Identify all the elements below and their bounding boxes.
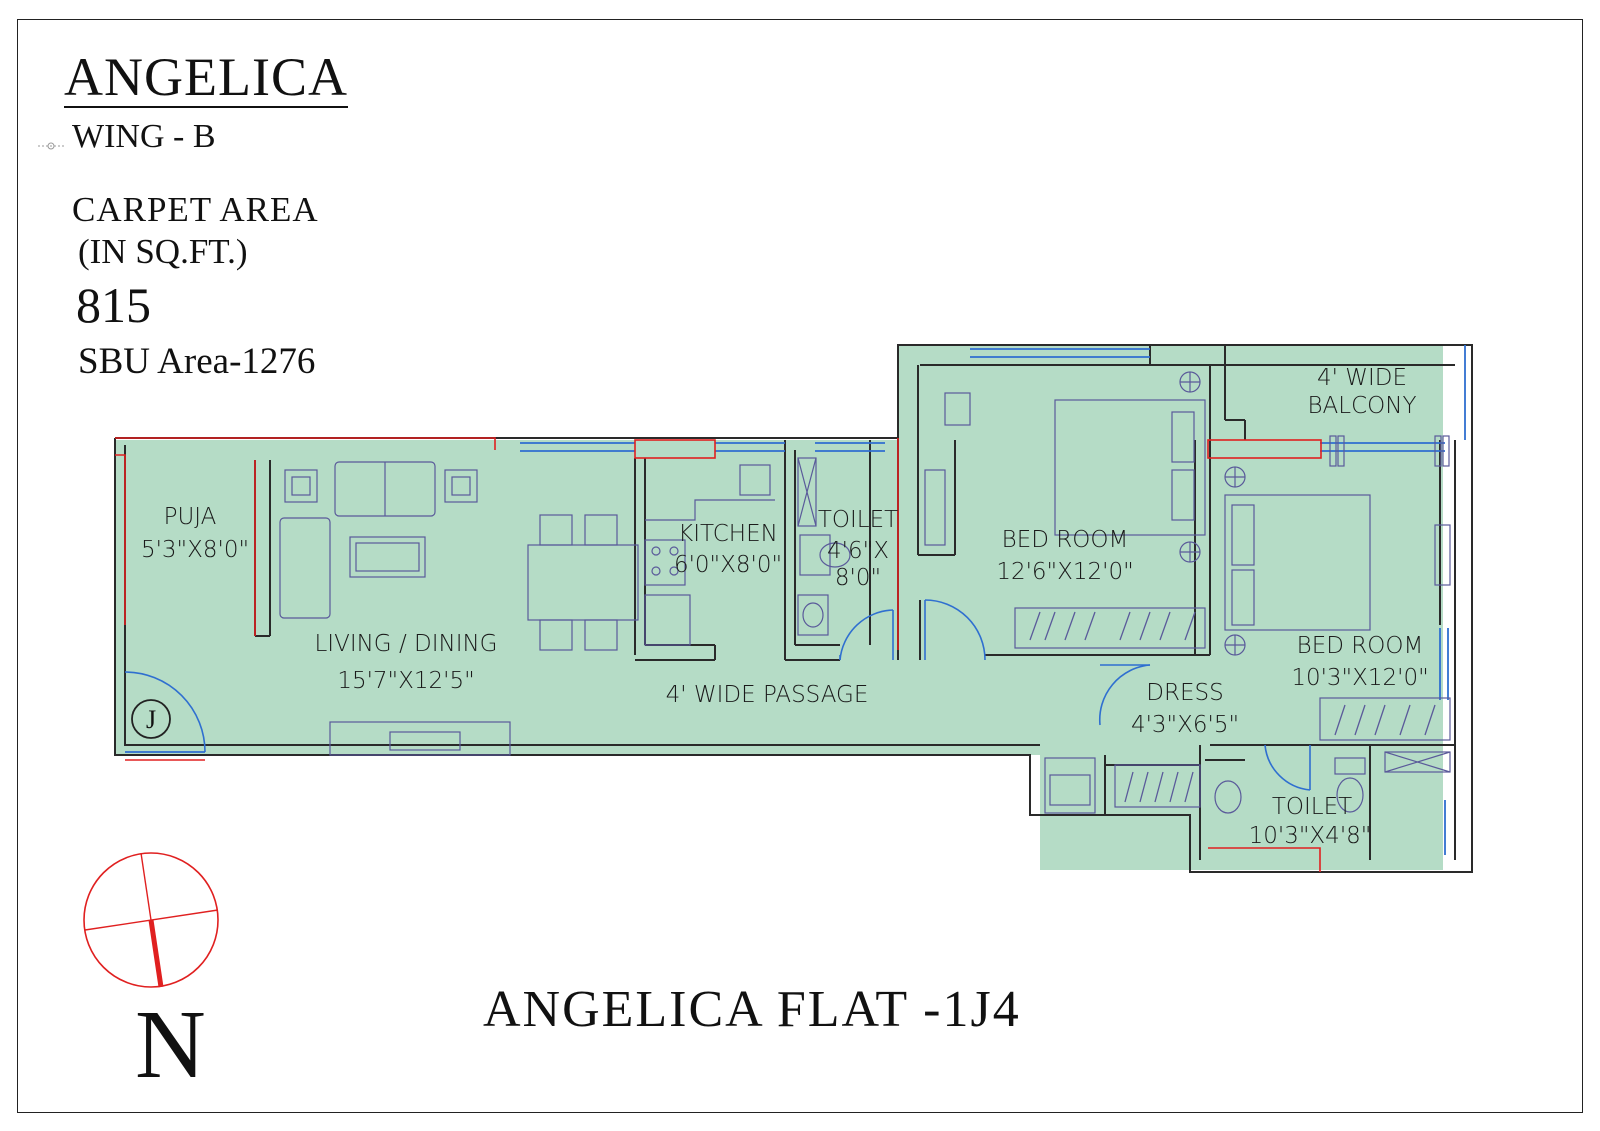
openings [115,437,1322,872]
toilet1-name: TOILET [818,507,898,533]
svg-text:J: J [146,705,156,734]
compass-icon [83,852,219,988]
bedroom1-size: 12'6"X12'0" [996,559,1133,585]
furniture [279,371,1451,814]
toilet2-size: 10'3"X4'8" [1249,823,1372,849]
toilet1-size-a: 4'6"X [827,538,889,564]
windows [125,345,1466,855]
drawing-frame [17,19,1583,1113]
walls [114,344,1473,873]
carpet-area-unit: (IN SQ.FT.) [78,232,248,271]
carpet-area-value: 815 [76,277,151,333]
bedroom1-name: BED ROOM [1002,527,1129,553]
living-size: 15'7"X12'5" [337,668,474,694]
toilet2-name: TOILET [1272,794,1352,820]
kitchen-size: 6'0"X8'0" [674,552,782,578]
balcony-line1: 4' WIDE [1317,365,1407,391]
kitchen-name: KITCHEN [678,521,778,547]
toilet1-size-b: 8'0" [835,565,881,591]
puja-size: 5'3"X8'0" [141,537,249,563]
balcony-line2: BALCONY [1307,393,1416,419]
north-letter: N [135,991,206,1099]
dress-name: DRESS [1146,680,1223,706]
wardrobe-hatching [1029,611,1436,803]
floor-area [115,345,1443,870]
bedroom2-name: BED ROOM [1297,633,1424,659]
living-name: LIVING / DINING [314,631,497,657]
carpet-area-label: CARPET AREA [72,190,319,229]
sbu-area: SBU Area-1276 [78,341,316,382]
doors [124,599,1311,791]
bullet-marker-icon [38,142,64,150]
room-labels: PUJA 5'3"X8'0" LIVING / DINING 15'7"X12'… [141,365,1429,849]
bedroom2-size: 10'3"X12'0" [1291,665,1428,691]
puja-name: PUJA [164,504,217,530]
dress-size: 4'3"X6'5" [1131,712,1239,738]
passage-label: 4' WIDE PASSAGE [666,682,869,708]
flat-title: ANGELICA FLAT -1J4 [483,981,1021,1038]
entry-marker-icon: J [131,699,171,739]
project-title: ANGELICA [64,47,348,108]
wing-label: WING - B [72,118,216,155]
